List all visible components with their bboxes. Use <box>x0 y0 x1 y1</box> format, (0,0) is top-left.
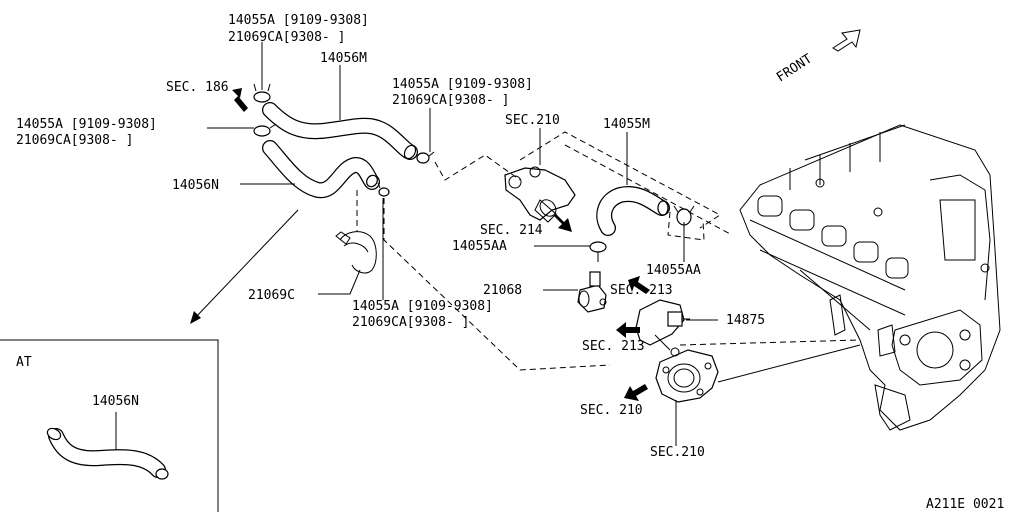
inset-hose-label: 14056N <box>92 394 139 409</box>
front-indicator: FRONT <box>774 29 861 85</box>
outlet-14875 <box>635 299 690 351</box>
at-inset: AT 14056N <box>0 339 219 512</box>
label-clamp-left-b: 21069CA[9308- ] <box>16 133 133 148</box>
clamp-aa-left <box>589 241 607 262</box>
inset-hose <box>46 427 169 480</box>
label-sec-186: SEC. 186 <box>166 80 229 95</box>
inset-tag: AT <box>16 355 32 370</box>
arrow-sec213-bottom-icon <box>616 322 640 338</box>
label-clamp-aa-right: 14055AA <box>646 263 701 278</box>
part-labels: 14055A [9109-9308] 21069CA[9308- ] 14056… <box>16 13 1004 512</box>
front-arrow-icon <box>832 29 861 52</box>
arrow-sec214-icon <box>554 214 572 232</box>
label-clamp-top-b: 21069CA[9308- ] <box>228 30 345 45</box>
front-label: FRONT <box>774 51 815 85</box>
label-sec-210-top: SEC.210 <box>505 113 560 128</box>
arrow-sec186-icon <box>228 88 248 112</box>
label-sec-210-left: SEC. 210 <box>580 403 643 418</box>
leader-lines <box>115 42 718 450</box>
clamp-left <box>253 123 277 137</box>
hose-14056n <box>262 140 380 199</box>
direction-arrows <box>228 88 650 401</box>
valve-21068 <box>577 271 607 313</box>
label-sec-213-top: SEC. 213 <box>610 283 673 298</box>
label-valve: 21068 <box>483 283 522 298</box>
label-clamp-aa-left: 14055AA <box>452 239 507 254</box>
water-outlet-lower <box>655 347 719 403</box>
label-clamp-top-a: 14055A [9109-9308] <box>228 13 369 28</box>
label-clamp-bottom-a: 14055A [9109-9308] <box>352 299 493 314</box>
label-clamp-mid-a: 14055A [9109-9308] <box>392 77 533 92</box>
label-sec-210-bottom: SEC.210 <box>650 445 705 460</box>
clamp-bottom <box>377 182 390 197</box>
label-clip: 21069C <box>248 288 295 303</box>
clamp-top <box>253 83 271 103</box>
label-sec-214: SEC. 214 <box>480 223 543 238</box>
label-clamp-bottom-b: 21069CA[9308- ] <box>352 315 469 330</box>
hose-14056m <box>262 102 418 160</box>
inset-frame <box>0 339 219 512</box>
arrow-sec213-top-icon <box>628 276 650 294</box>
arrow-sec210-left-icon <box>624 384 648 401</box>
diagram-code: A211E 0021 <box>926 497 1004 512</box>
assembly-dashed-lines <box>356 131 861 383</box>
clip-21069c <box>335 231 377 274</box>
label-outlet: 14875 <box>726 313 765 328</box>
label-hose-lower: 14056N <box>172 178 219 193</box>
label-hose-right: 14055M <box>603 117 650 132</box>
clamps <box>253 83 695 262</box>
label-sec-213-bottom: SEC. 213 <box>582 339 645 354</box>
label-clamp-mid-b: 21069CA[9308- ] <box>392 93 509 108</box>
inset-pointer <box>190 209 299 324</box>
inset-arrow-icon <box>190 311 201 324</box>
thermostat-housing-top <box>504 166 576 223</box>
clamp-mid <box>416 151 435 164</box>
label-hose-upper: 14056M <box>320 51 367 66</box>
label-clamp-left-a: 14055A [9109-9308] <box>16 117 157 132</box>
engine-block <box>739 124 1001 431</box>
hose-14055m <box>596 186 670 236</box>
